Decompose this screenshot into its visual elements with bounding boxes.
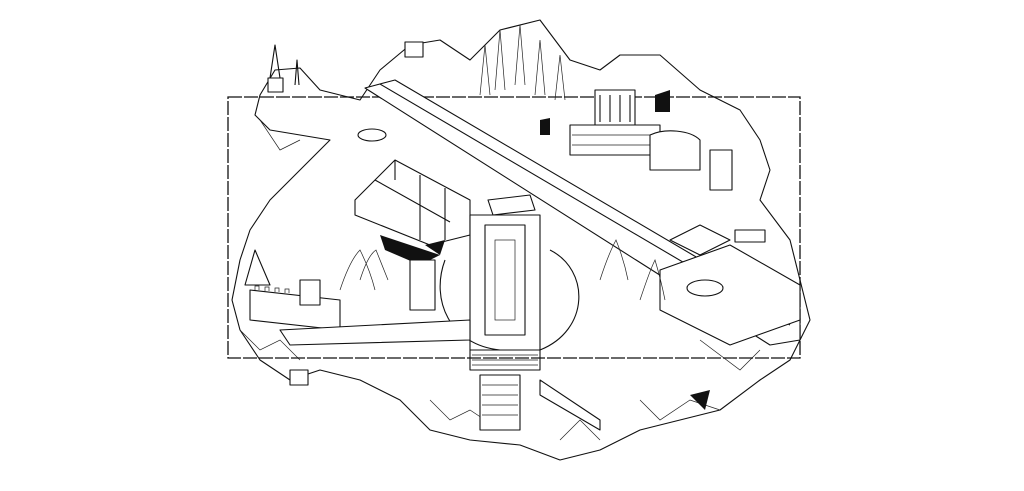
central-building [439,194,580,371]
castle [244,249,471,346]
hilltop-tower [267,41,424,142]
frame-rectangle [227,96,801,359]
lower-structures [289,240,710,431]
domed-building [540,89,733,191]
terrain-outline [231,19,811,461]
foliage [339,24,666,301]
warehouse-buildings [354,159,471,265]
courtyard-building [659,224,801,346]
